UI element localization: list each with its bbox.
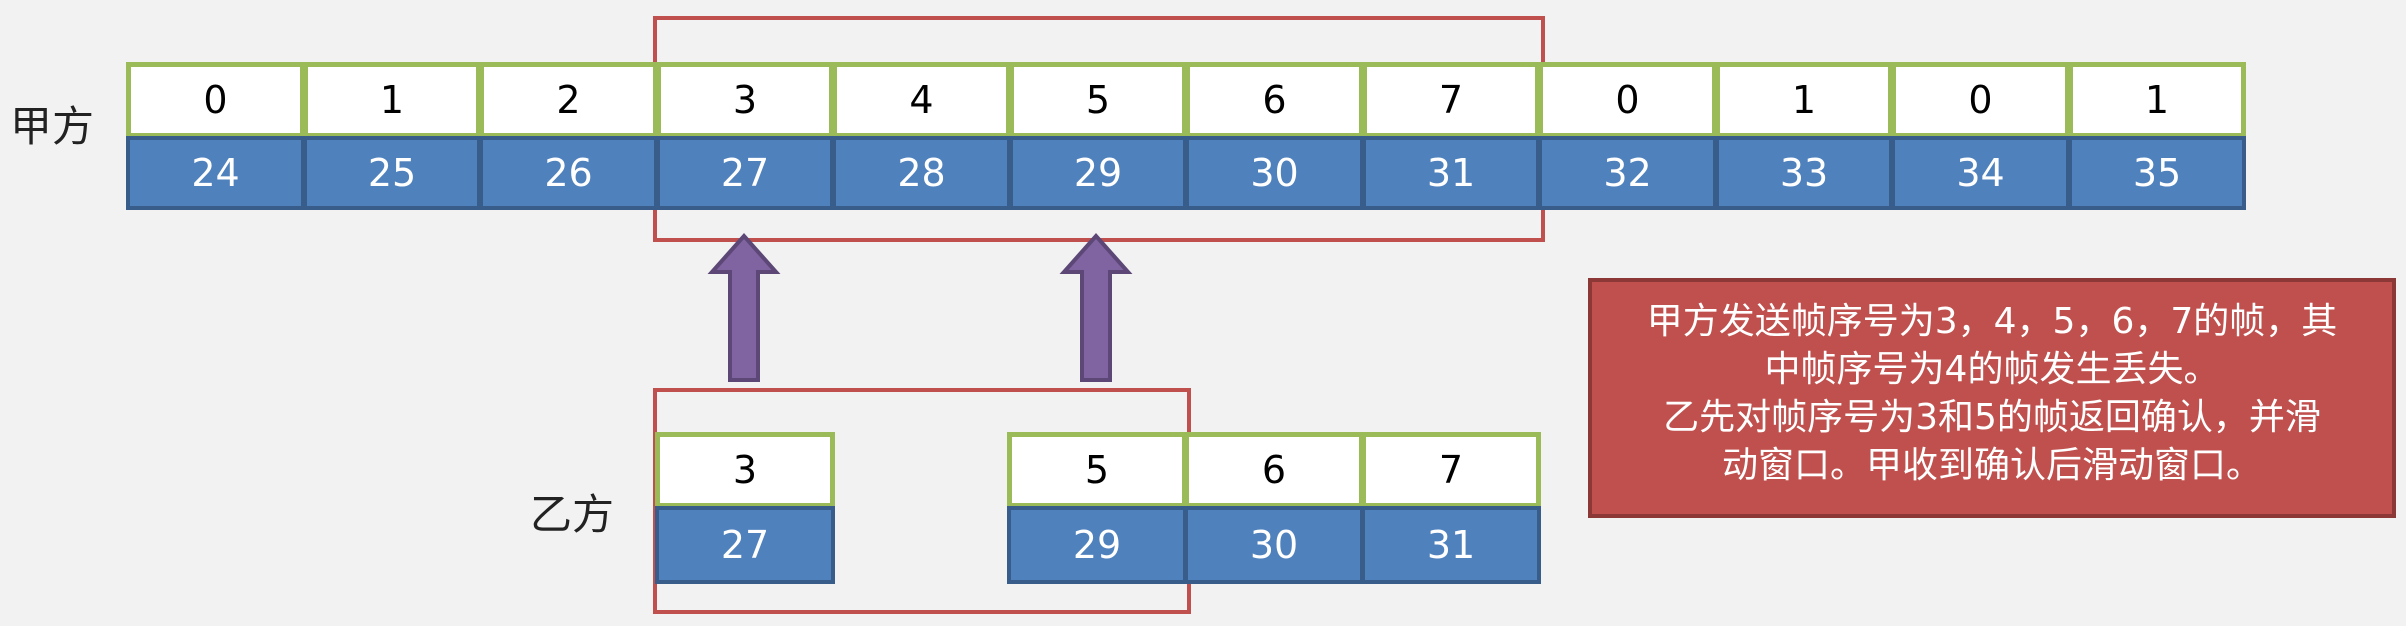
- receiver-seq-cell: 3: [655, 432, 835, 508]
- sender-seq-cell: 0: [1891, 62, 2070, 138]
- sender-frame-cell: 25: [303, 136, 481, 210]
- sender-frame-cell: 29: [1009, 136, 1187, 210]
- sender-seq-cell: 3: [656, 62, 834, 138]
- sender-frame-cell: 35: [2068, 136, 2246, 210]
- note-line-3: 乙先对帧序号为3和5的帧返回确认，并滑: [1663, 397, 2321, 438]
- note-line-1: 甲方发送帧序号为3，4，5，6，7的帧，其: [1646, 301, 2338, 342]
- ack-arrow-3: [707, 232, 781, 382]
- receiver-seq-cell: 5: [1007, 432, 1187, 508]
- receiver-frame-cell: 31: [1361, 506, 1541, 584]
- ack-arrow-5: [1059, 232, 1133, 382]
- sender-label: 甲方: [10, 102, 95, 151]
- sender-seq-cell: 2: [479, 62, 658, 138]
- sender-frame-cell: 33: [1715, 136, 1893, 210]
- sender-seq-cell: 0: [1538, 62, 1717, 138]
- note-line-4: 动窗口。甲收到确认后滑动窗口。: [1721, 445, 2262, 486]
- sender-seq-cell: 5: [1009, 62, 1187, 138]
- sender-frame-cell: 26: [479, 136, 658, 210]
- sender-frame-cell: 28: [832, 136, 1011, 210]
- explanation-note: 甲方发送帧序号为3，4，5，6，7的帧，其 中帧序号为4的帧发生丢失。 乙先对帧…: [1588, 278, 2396, 518]
- sender-seq-cell: 0: [126, 62, 305, 138]
- sender-frame-cell: 27: [656, 136, 834, 210]
- receiver-frame-cell: 27: [655, 506, 835, 584]
- sender-frame-cell: 24: [126, 136, 305, 210]
- sender-frame-cell: 32: [1538, 136, 1717, 210]
- sender-seq-cell: 1: [2068, 62, 2246, 138]
- receiver-label: 乙方: [530, 490, 615, 539]
- receiver-frame-cell: 30: [1184, 506, 1364, 584]
- receiver-seq-cell: 7: [1361, 432, 1541, 508]
- sender-seq-cell: 4: [832, 62, 1011, 138]
- sender-seq-cell: 7: [1362, 62, 1540, 138]
- sender-frame-cell: 31: [1362, 136, 1540, 210]
- sender-frame-cell: 30: [1185, 136, 1364, 210]
- receiver-frame-cell: 29: [1007, 506, 1187, 584]
- sender-frame-cell: 34: [1891, 136, 2070, 210]
- sender-seq-cell: 1: [303, 62, 481, 138]
- sender-seq-cell: 6: [1185, 62, 1364, 138]
- sender-seq-cell: 1: [1715, 62, 1893, 138]
- receiver-seq-cell: 6: [1184, 432, 1364, 508]
- note-line-2: 中帧序号为4的帧发生丢失。: [1764, 349, 2220, 390]
